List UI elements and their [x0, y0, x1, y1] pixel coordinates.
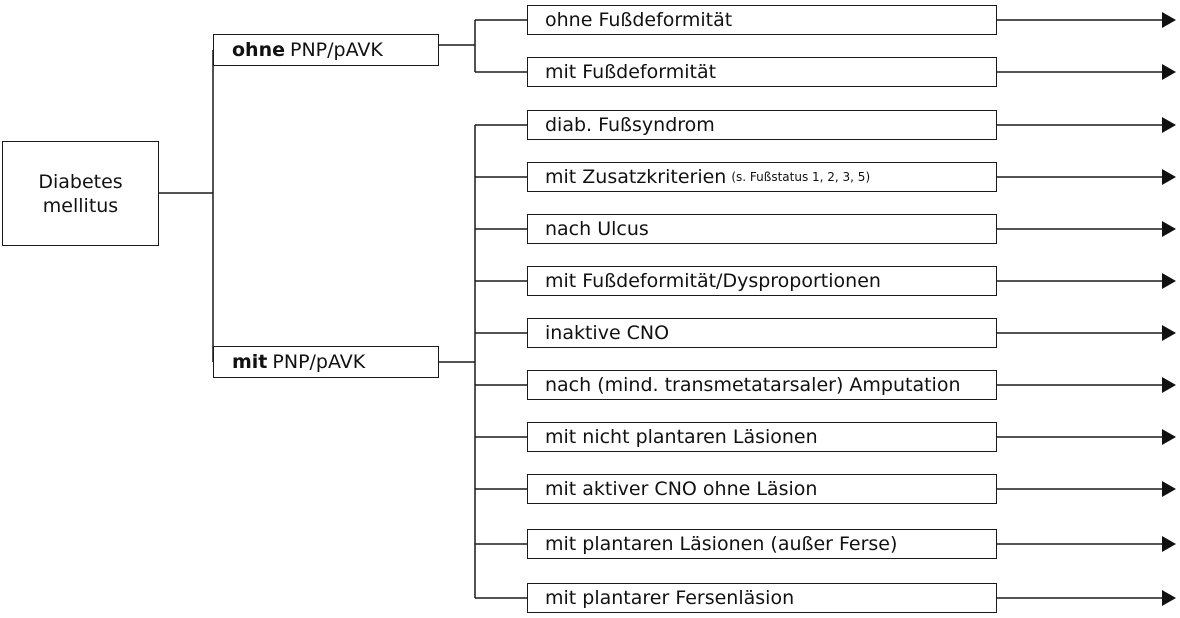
- branch-qualifier: ohne: [232, 39, 285, 61]
- arrow-head-icon: [1162, 377, 1176, 393]
- arrow-head-icon: [1162, 273, 1176, 289]
- leaf-note: (s. Fußstatus 1, 2, 3, 5): [731, 170, 871, 184]
- leaf-label: mit Fußdeformität: [545, 61, 717, 83]
- branch-qualifier: mit: [232, 351, 268, 373]
- arrow-head-icon: [1162, 117, 1176, 133]
- leaf-label: diab. Fußsyndrom: [545, 114, 715, 136]
- leaf-node: mit aktiver CNO ohne Läsion: [527, 474, 997, 504]
- root-label-line-1: Diabetes: [38, 170, 123, 193]
- leaf-label: mit nicht plantaren Läsionen: [545, 426, 818, 448]
- leaf-label: mit plantaren Läsionen (außer Ferse): [545, 533, 898, 555]
- arrow-head-icon: [1162, 325, 1176, 341]
- leaf-node: nach Ulcus: [527, 214, 997, 244]
- leaf-label: nach Ulcus: [545, 218, 649, 240]
- leaf-label: mit Zusatzkriterien: [545, 166, 727, 188]
- root-node-diabetes-mellitus: Diabetes mellitus: [2, 141, 159, 246]
- branch-label: PNP/pAVK: [272, 351, 366, 373]
- branch-node-ohne: ohne PNP/pAVK: [213, 34, 439, 66]
- arrow-head-icon: [1162, 429, 1176, 445]
- leaf-label: ohne Fußdeformität: [545, 9, 733, 31]
- leaf-label: mit plantarer Fersenläsion: [545, 587, 795, 609]
- root-label-line-2: mellitus: [42, 194, 119, 217]
- arrow-head-icon: [1162, 169, 1176, 185]
- arrow-head-icon: [1162, 221, 1176, 237]
- leaf-node: mit plantaren Läsionen (außer Ferse): [527, 529, 997, 559]
- branch-node-mit: mit PNP/pAVK: [213, 346, 439, 378]
- arrow-head-icon: [1162, 481, 1176, 497]
- branch-label: PNP/pAVK: [290, 39, 383, 61]
- leaf-node: mit Zusatzkriterien (s. Fußstatus 1, 2, …: [527, 162, 997, 192]
- leaf-node: ohne Fußdeformität: [527, 5, 997, 35]
- leaf-label: mit Fußdeformität/Dysproportionen: [545, 270, 881, 292]
- leaf-node: mit plantarer Fersenläsion: [527, 583, 997, 613]
- leaf-node: diab. Fußsyndrom: [527, 110, 997, 140]
- arrow-head-icon: [1162, 536, 1176, 552]
- leaf-node: inaktive CNO: [527, 318, 997, 348]
- leaf-node: nach (mind. transmetatarsaler) Amputatio…: [527, 370, 997, 400]
- arrow-head-icon: [1162, 590, 1176, 606]
- leaf-label: inaktive CNO: [545, 322, 670, 344]
- arrow-head-icon: [1162, 64, 1176, 80]
- arrow-head-icon: [1162, 12, 1176, 28]
- leaf-label: mit aktiver CNO ohne Läsion: [545, 478, 818, 500]
- leaf-node: mit Fußdeformität: [527, 57, 997, 87]
- leaf-label: nach (mind. transmetatarsaler) Amputatio…: [545, 374, 961, 396]
- leaf-node: mit nicht plantaren Läsionen: [527, 422, 997, 452]
- leaf-node: mit Fußdeformität/Dysproportionen: [527, 266, 997, 296]
